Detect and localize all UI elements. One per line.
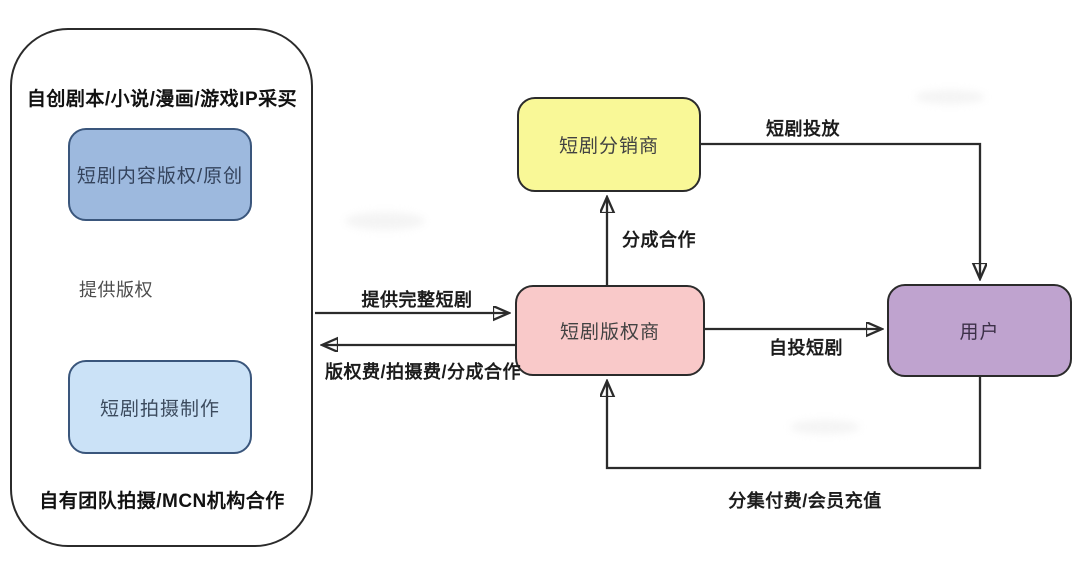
label-fees: 版权费/拍摄费/分成合作 xyxy=(324,362,521,382)
label-episode-pay-membership: 分集付费/会员充值 xyxy=(728,491,882,511)
label-self-placement: 自投短剧 xyxy=(769,338,843,358)
label-revenue-share: 分成合作 xyxy=(622,230,696,250)
producer-group-footer: 自有团队拍摄/MCN机构合作 xyxy=(39,491,285,512)
node-content-copyright: 短剧内容版权/原创 xyxy=(68,128,252,221)
node-licensor: 短剧版权商 xyxy=(515,285,705,376)
arrow-drama-placement xyxy=(701,142,980,278)
producer-group-title: 自创剧本/小说/漫画/游戏IP采买 xyxy=(26,89,298,110)
node-shoot-production: 短剧拍摄制作 xyxy=(68,360,252,454)
watermark-smudge xyxy=(790,420,860,434)
label-provide-full-drama: 提供完整短剧 xyxy=(361,290,473,310)
arrow-episode-pay xyxy=(607,377,982,470)
node-distributor: 短剧分销商 xyxy=(517,97,701,192)
node-user: 用户 xyxy=(887,284,1072,377)
watermark-smudge xyxy=(345,212,425,230)
producer-group-box xyxy=(10,28,313,547)
label-drama-placement: 短剧投放 xyxy=(766,119,840,139)
label-provide-copyright: 提供版权 xyxy=(79,280,153,300)
watermark-smudge xyxy=(915,90,985,104)
